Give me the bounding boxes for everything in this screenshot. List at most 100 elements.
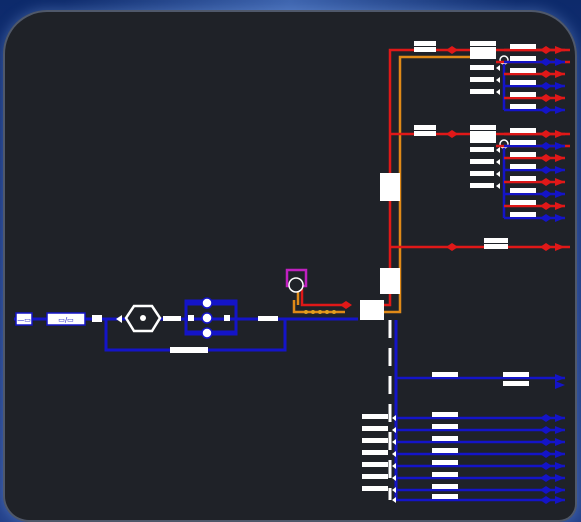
branch-valve-icon[interactable] — [546, 496, 552, 504]
red-valve-icon[interactable] — [346, 301, 352, 309]
red-valve-icon[interactable] — [340, 301, 346, 309]
outlet-arrow-icon[interactable] — [555, 486, 565, 494]
branch-valve-icon[interactable] — [540, 82, 546, 90]
branch-valve-icon[interactable] — [546, 178, 552, 186]
branch-valve-icon[interactable] — [546, 82, 552, 90]
branch-valve-icon[interactable] — [446, 46, 452, 54]
outlet-arrow-icon[interactable] — [555, 94, 565, 102]
outlet-arrow-icon[interactable] — [555, 130, 565, 138]
branch-label-bar — [470, 77, 494, 82]
branch-valve-icon[interactable] — [540, 438, 546, 446]
branch-valve-icon[interactable] — [540, 70, 546, 78]
branch-valve-icon[interactable] — [546, 46, 552, 54]
branch-valve-icon[interactable] — [540, 94, 546, 102]
distribution-label-bar — [362, 426, 388, 431]
branch-valve-icon[interactable] — [540, 243, 546, 251]
blue-branch-label — [503, 372, 529, 377]
branch-valve-icon[interactable] — [546, 142, 552, 150]
distribution-label-bar — [362, 450, 388, 455]
branch-valve-icon[interactable] — [540, 106, 546, 114]
heater-flow-dot — [304, 310, 308, 314]
branch-valve-icon[interactable] — [546, 70, 552, 78]
branch-valve-icon[interactable] — [540, 46, 546, 54]
branch-valve-icon[interactable] — [540, 414, 546, 422]
branch-valve-icon[interactable] — [540, 214, 546, 222]
branch-valve-icon[interactable] — [546, 130, 552, 138]
branch-valve-icon[interactable] — [546, 450, 552, 458]
outlet-arrow-icon[interactable] — [555, 178, 565, 186]
branch-valve-icon[interactable] — [546, 58, 552, 66]
branch-valve-icon[interactable] — [546, 166, 552, 174]
outlet-arrow-icon[interactable] — [555, 106, 565, 114]
branch-valve-icon[interactable] — [540, 426, 546, 434]
branch-valve-icon[interactable] — [546, 438, 552, 446]
branch-valve-icon[interactable] — [546, 426, 552, 434]
branch-valve-icon[interactable] — [452, 130, 458, 138]
heater-dots — [304, 310, 336, 314]
pump-icon[interactable] — [201, 297, 213, 309]
branch-valve-icon[interactable] — [540, 496, 546, 504]
branch-valve-icon[interactable] — [546, 106, 552, 114]
branch-valve-icon[interactable] — [540, 450, 546, 458]
outlet-arrow-icon[interactable] — [555, 474, 565, 482]
outlet-arrow-icon[interactable] — [555, 46, 565, 54]
branch-valve-icon[interactable] — [452, 46, 458, 54]
outlet-arrow-icon[interactable] — [555, 154, 565, 162]
branch-valve-icon[interactable] — [546, 202, 552, 210]
branch-valve-icon[interactable] — [446, 243, 452, 251]
branch-valve-icon[interactable] — [546, 243, 552, 251]
branch-valve-icon[interactable] — [546, 190, 552, 198]
branch-valve-icon[interactable] — [446, 130, 452, 138]
flow-meter-tag[interactable] — [46, 312, 86, 326]
branch-label-bar — [510, 44, 536, 49]
branch-valve-icon[interactable] — [540, 166, 546, 174]
outlet-arrow-icon[interactable] — [555, 202, 565, 210]
distribution-inlet-arrow — [392, 451, 396, 457]
branch-valve-icon[interactable] — [540, 202, 546, 210]
branch-label-bar — [414, 41, 436, 46]
mixing-header-block[interactable] — [360, 300, 384, 320]
outlet-arrow-icon[interactable] — [555, 450, 565, 458]
outlet-arrow-icon[interactable] — [555, 82, 565, 90]
branch-valve-icon[interactable] — [546, 486, 552, 494]
outlet-arrow-icon[interactable] — [555, 381, 565, 389]
outlet-arrow-icon[interactable] — [555, 426, 565, 434]
branch-valve-icon[interactable] — [540, 486, 546, 494]
outlet-arrow-icon[interactable] — [555, 243, 565, 251]
outlet-arrow-icon[interactable] — [555, 438, 565, 446]
inlet-valve-icon[interactable] — [116, 315, 122, 323]
outlet-arrow-icon[interactable] — [555, 414, 565, 422]
heater-icon[interactable] — [288, 277, 304, 293]
branch-valve-icon[interactable] — [546, 474, 552, 482]
outlet-arrow-icon[interactable] — [555, 462, 565, 470]
branch-valve-icon[interactable] — [540, 58, 546, 66]
branch-valve-icon[interactable] — [546, 214, 552, 222]
branch-valve-icon[interactable] — [452, 243, 458, 251]
outlet-arrow-icon[interactable] — [555, 374, 565, 382]
outlet-arrow-icon[interactable] — [555, 58, 565, 66]
branch-valve-icon[interactable] — [540, 154, 546, 162]
outlet-arrow-icon[interactable] — [555, 496, 565, 504]
outlet-arrow-icon[interactable] — [555, 70, 565, 78]
branch-valve-icon[interactable] — [540, 130, 546, 138]
branch-valve-icon[interactable] — [546, 154, 552, 162]
outlet-arrow-icon[interactable] — [555, 166, 565, 174]
outlet-arrow-icon[interactable] — [555, 214, 565, 222]
branch-valve-icon[interactable] — [540, 178, 546, 186]
distribution-label-bar — [362, 414, 388, 419]
branch-valve-icon[interactable] — [540, 142, 546, 150]
pump-icon[interactable] — [201, 327, 213, 339]
branch-valve-icon[interactable] — [546, 94, 552, 102]
branch-label-bar — [470, 131, 496, 143]
outlet-arrow-icon[interactable] — [555, 190, 565, 198]
branch-inlet-arrow — [496, 183, 500, 189]
branch-valve-icon[interactable] — [540, 462, 546, 470]
branch-valve-icon[interactable] — [540, 190, 546, 198]
branch-valve-icon[interactable] — [546, 462, 552, 470]
pump-icon[interactable] — [201, 312, 213, 324]
branch-valve-icon[interactable] — [540, 474, 546, 482]
outlet-arrow-icon[interactable] — [555, 142, 565, 150]
source-tag[interactable] — [15, 312, 33, 326]
branch-valve-icon[interactable] — [546, 414, 552, 422]
branch-inlet-arrow — [496, 77, 500, 83]
